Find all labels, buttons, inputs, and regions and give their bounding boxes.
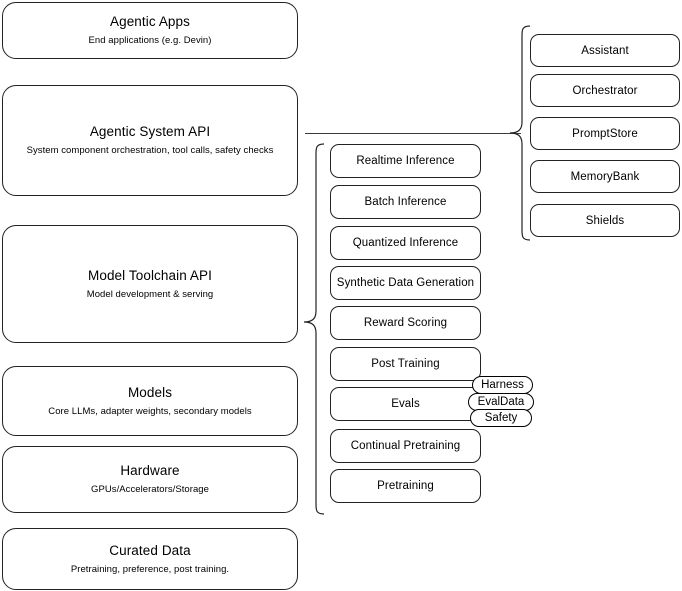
toolchain-box-continual-pretraining[interactable]: Continual Pretraining bbox=[330, 429, 481, 463]
toolchain-box-post-training[interactable]: Post Training bbox=[330, 347, 481, 381]
system-label: Orchestrator bbox=[572, 84, 638, 97]
toolchain-label: Quantized Inference bbox=[352, 237, 459, 249]
toolchain-box-reward-scoring[interactable]: Reward Scoring bbox=[330, 306, 481, 340]
brace-toolchain-components bbox=[303, 143, 325, 515]
system-label: MemoryBank bbox=[570, 170, 640, 183]
layer-box-hardware[interactable]: Hardware GPUs/Accelerators/Storage bbox=[2, 446, 298, 513]
system-label: Assistant bbox=[581, 44, 629, 57]
layer-subtitle: Model development & serving bbox=[86, 288, 214, 300]
system-box-promptstore[interactable]: PromptStore bbox=[530, 117, 680, 150]
system-label: PromptStore bbox=[572, 127, 638, 140]
toolchain-box-synthetic-data-generation[interactable]: Synthetic Data Generation bbox=[330, 266, 481, 300]
layer-title: Agentic System API bbox=[89, 124, 211, 139]
toolchain-label: Continual Pretraining bbox=[350, 440, 461, 452]
system-box-assistant[interactable]: Assistant bbox=[530, 34, 680, 67]
layer-title: Hardware bbox=[120, 463, 180, 478]
toolchain-label: Synthetic Data Generation bbox=[336, 277, 475, 289]
toolchain-box-realtime-inference[interactable]: Realtime Inference bbox=[330, 144, 481, 178]
layer-title: Model Toolchain API bbox=[88, 267, 212, 283]
toolchain-label: Pretraining bbox=[377, 480, 434, 492]
toolchain-label: Evals bbox=[391, 398, 420, 410]
eval-pill-label: EvalData bbox=[477, 395, 525, 408]
toolchain-box-batch-inference[interactable]: Batch Inference bbox=[330, 185, 481, 219]
layer-box-curated-data[interactable]: Curated Data Pretraining, preference, po… bbox=[2, 528, 298, 590]
layer-subtitle: Pretraining, preference, post training. bbox=[70, 563, 230, 575]
layer-subtitle: End applications (e.g. Devin) bbox=[88, 35, 212, 46]
system-box-shields[interactable]: Shields bbox=[530, 204, 680, 237]
eval-pill-safety[interactable]: Safety bbox=[470, 409, 532, 427]
toolchain-label: Batch Inference bbox=[364, 196, 447, 208]
toolchain-label: Post Training bbox=[371, 358, 440, 370]
toolchain-box-evals[interactable]: Evals bbox=[330, 387, 481, 421]
eval-pill-harness[interactable]: Harness bbox=[472, 376, 533, 394]
system-box-memorybank[interactable]: MemoryBank bbox=[530, 160, 680, 193]
toolchain-label: Realtime Inference bbox=[356, 155, 455, 167]
toolchain-box-pretraining[interactable]: Pretraining bbox=[330, 469, 481, 503]
layer-box-agentic-system-api[interactable]: Agentic System API System component orch… bbox=[2, 85, 298, 196]
layer-subtitle: Core LLMs, adapter weights, secondary mo… bbox=[48, 405, 252, 417]
eval-pill-label: Harness bbox=[481, 378, 524, 391]
connector-line-system-api-to-components bbox=[305, 133, 521, 134]
eval-pill-label: Safety bbox=[484, 411, 518, 424]
system-label: Shields bbox=[585, 214, 625, 227]
layer-box-agentic-apps[interactable]: Agentic Apps End applications (e.g. Devi… bbox=[2, 2, 298, 59]
layer-box-models[interactable]: Models Core LLMs, adapter weights, secon… bbox=[2, 366, 298, 436]
layer-title: Agentic Apps bbox=[109, 14, 190, 29]
layer-box-model-toolchain-api[interactable]: Model Toolchain API Model development & … bbox=[2, 225, 298, 343]
brace-system-components bbox=[509, 25, 531, 241]
system-box-orchestrator[interactable]: Orchestrator bbox=[530, 74, 680, 107]
layer-title: Curated Data bbox=[109, 542, 191, 558]
toolchain-box-quantized-inference[interactable]: Quantized Inference bbox=[330, 226, 481, 260]
layer-title: Models bbox=[127, 384, 173, 400]
toolchain-label: Reward Scoring bbox=[363, 317, 448, 329]
layer-subtitle: System component orchestration, tool cal… bbox=[26, 145, 274, 156]
layer-subtitle: GPUs/Accelerators/Storage bbox=[91, 484, 209, 495]
